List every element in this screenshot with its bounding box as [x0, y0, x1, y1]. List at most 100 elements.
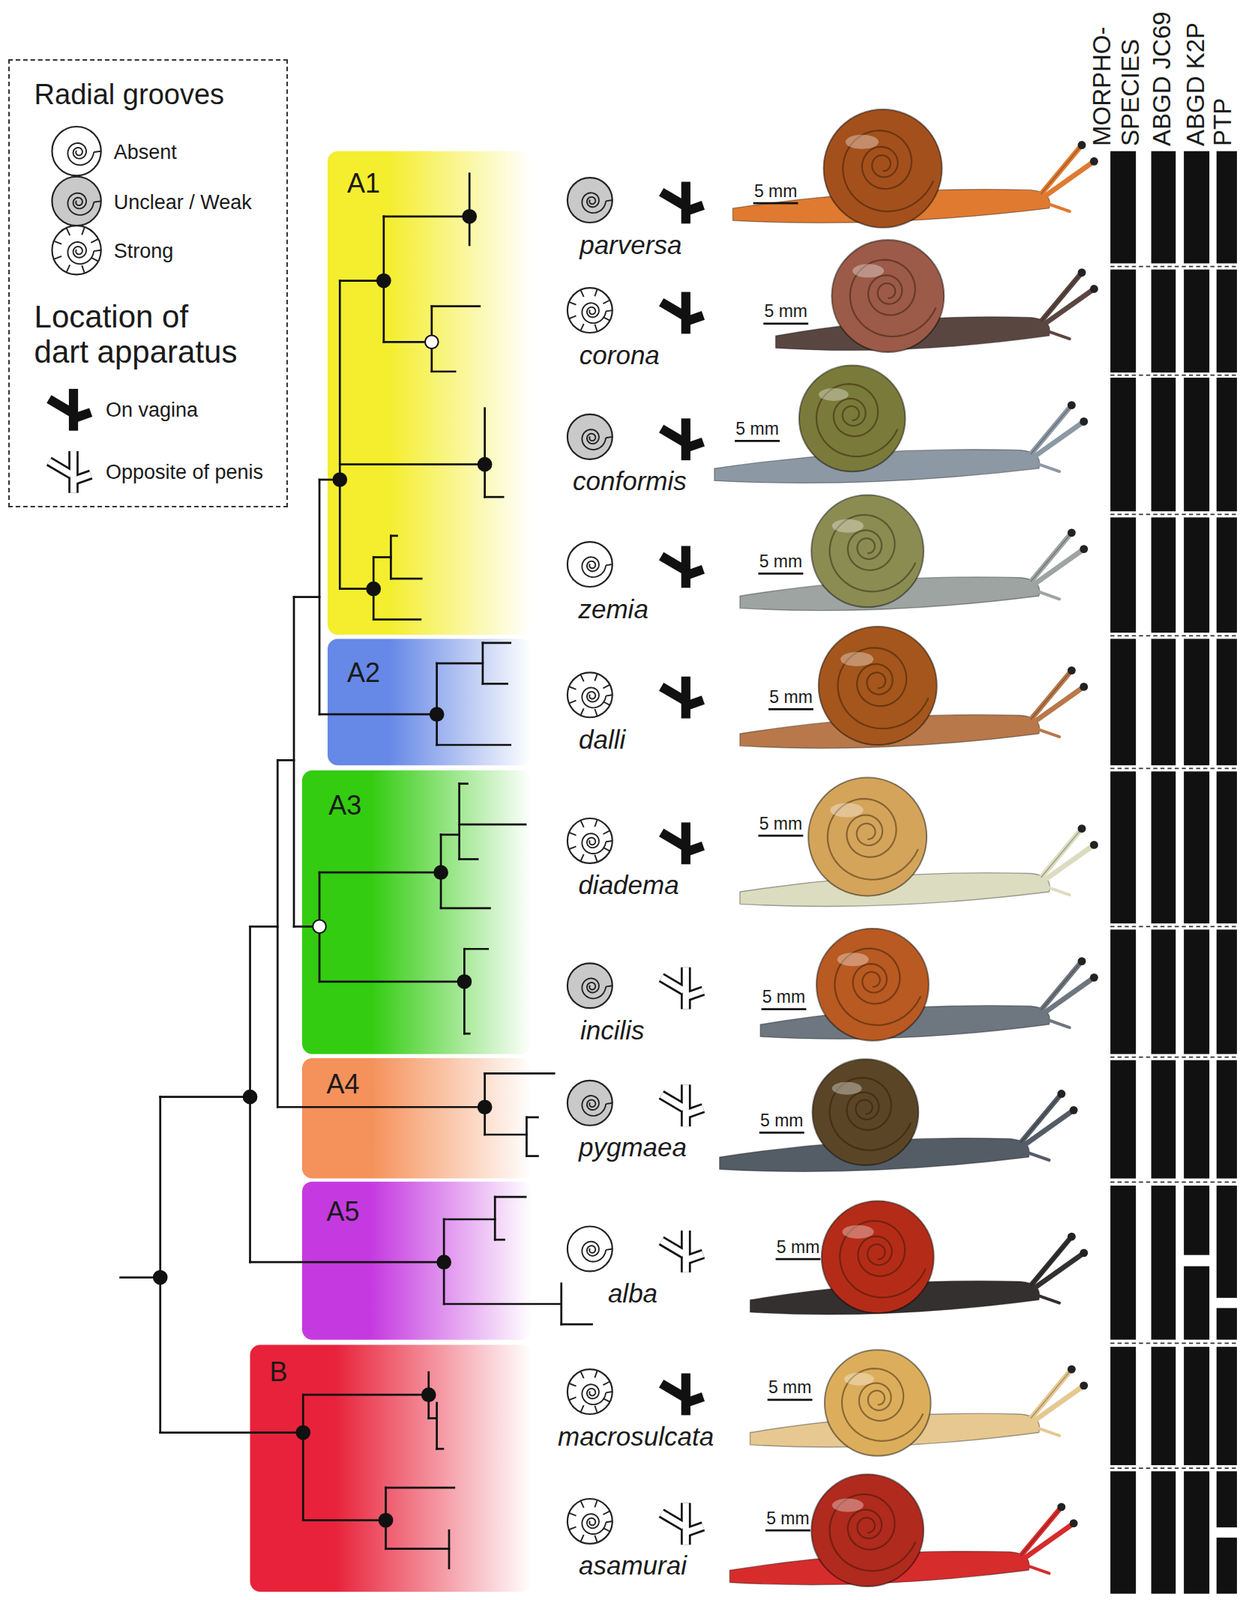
- species-name: corona: [579, 341, 660, 371]
- snail-shell: [812, 1059, 920, 1166]
- snail-tentacle: [1048, 1021, 1070, 1029]
- snail-photo: [732, 109, 1098, 228]
- tree-branch: [458, 784, 461, 860]
- shell-spiral: [581, 1384, 606, 1405]
- radial-groove: [581, 323, 585, 331]
- radial-groove: [90, 257, 98, 262]
- tree-branch: [373, 618, 421, 621]
- dart-opposite-penis-icon: [661, 967, 704, 1010]
- shell-outline: [51, 126, 101, 176]
- radial-groove: [66, 264, 70, 273]
- tree-branch: [526, 1117, 538, 1120]
- snail-photo: [760, 928, 1099, 1042]
- tree-branch: [443, 1219, 495, 1222]
- tree-branch: [431, 305, 480, 308]
- scale-label: 5 mm: [764, 302, 809, 321]
- snail-shell: [824, 1350, 932, 1457]
- tree-branch: [459, 823, 526, 827]
- species-bar: [1151, 1060, 1177, 1180]
- shell-aperture: [93, 200, 102, 202]
- groove-icon: [567, 414, 613, 460]
- tree-branch: [494, 1239, 504, 1242]
- open-support-dot: [425, 335, 439, 349]
- shell-shine: [842, 1225, 875, 1240]
- tree-branch: [485, 496, 504, 499]
- snail-tentacle-edge: [1030, 1237, 1072, 1286]
- species-name: conformis: [572, 467, 687, 497]
- tree-branch: [483, 408, 486, 498]
- species-bar: [1216, 269, 1238, 373]
- support-dot: [462, 209, 477, 224]
- tree-branch: [293, 597, 296, 928]
- radial-groove: [594, 855, 597, 863]
- groove-icon: [567, 1499, 613, 1545]
- species-bar: [1110, 517, 1136, 633]
- radial-groove: [66, 228, 70, 237]
- radial-groove: [53, 241, 62, 245]
- column-header: ABGD K2P: [1183, 22, 1208, 147]
- shell-aperture: [605, 437, 613, 438]
- support-dot: [332, 473, 347, 487]
- tree-branch: [386, 1548, 450, 1551]
- snail-eye: [1079, 1381, 1088, 1390]
- snail-photo: [714, 365, 1088, 484]
- support-dot: [296, 1426, 310, 1441]
- radial-groove: [81, 227, 84, 236]
- scale-label: 5 mm: [776, 1238, 821, 1257]
- radial-groove: [602, 847, 610, 851]
- shell-spiral: [581, 979, 606, 1000]
- dart-stroke: [661, 191, 684, 206]
- tree-branch: [302, 1519, 386, 1522]
- snail-tentacle: [1048, 203, 1070, 212]
- radial-groove: [581, 1405, 585, 1413]
- radial-groove: [90, 239, 98, 243]
- clade-band: [302, 1058, 532, 1180]
- snail-tentacle: [1048, 332, 1070, 340]
- legend-text: Absent: [113, 140, 177, 165]
- species-bar: [1216, 151, 1238, 264]
- radial-groove: [594, 1536, 597, 1543]
- dart-opposite-penis-icon: [661, 1231, 704, 1273]
- snail-tentacle-edge: [1020, 1507, 1061, 1557]
- support-dot: [430, 707, 444, 722]
- species-bar: [1183, 517, 1210, 633]
- shell-aperture: [605, 694, 613, 696]
- snail-eye: [1069, 1106, 1079, 1115]
- shell-spiral: [581, 557, 606, 578]
- radial-groove: [594, 674, 597, 682]
- species-bar: [1151, 771, 1177, 924]
- snail-tentacle: [1034, 549, 1084, 585]
- dart-inner: [48, 461, 72, 476]
- tree-branch: [319, 871, 441, 875]
- dart-stroke: [661, 686, 684, 701]
- tree-branch: [437, 662, 483, 665]
- dart-stroke: [661, 977, 684, 992]
- radial-groove: [602, 685, 610, 689]
- clade-band: A3: [302, 770, 532, 1055]
- species-name: diadema: [578, 871, 679, 901]
- snail-tentacle-edge: [1030, 670, 1072, 720]
- radial-groove: [602, 701, 610, 705]
- shell-spiral: [67, 143, 94, 165]
- scale-bar: [736, 440, 779, 443]
- radial-groove: [581, 1371, 585, 1379]
- species-bar: [1183, 377, 1210, 512]
- radial-groove: [569, 700, 577, 704]
- dart-on-vagina-icon: [661, 1374, 704, 1417]
- shell-shine: [832, 1499, 864, 1513]
- dart-on-vagina-icon: [48, 389, 91, 432]
- species-bar: [1110, 1471, 1136, 1594]
- shell-whorls: [842, 130, 934, 212]
- radial-groove: [602, 831, 610, 835]
- snail-shell: [818, 626, 938, 746]
- shell-spiral: [581, 192, 606, 213]
- shell-aperture: [605, 1248, 613, 1250]
- tree-branch: [525, 1117, 528, 1157]
- species-bar: [1183, 1347, 1210, 1466]
- species-bar: [1183, 929, 1210, 1055]
- legend-box: Radial groovesLocation of dart apparatus…: [8, 59, 288, 508]
- radial-groove: [53, 256, 62, 260]
- species-name: alba: [608, 1279, 658, 1309]
- scale-bar: [754, 202, 797, 205]
